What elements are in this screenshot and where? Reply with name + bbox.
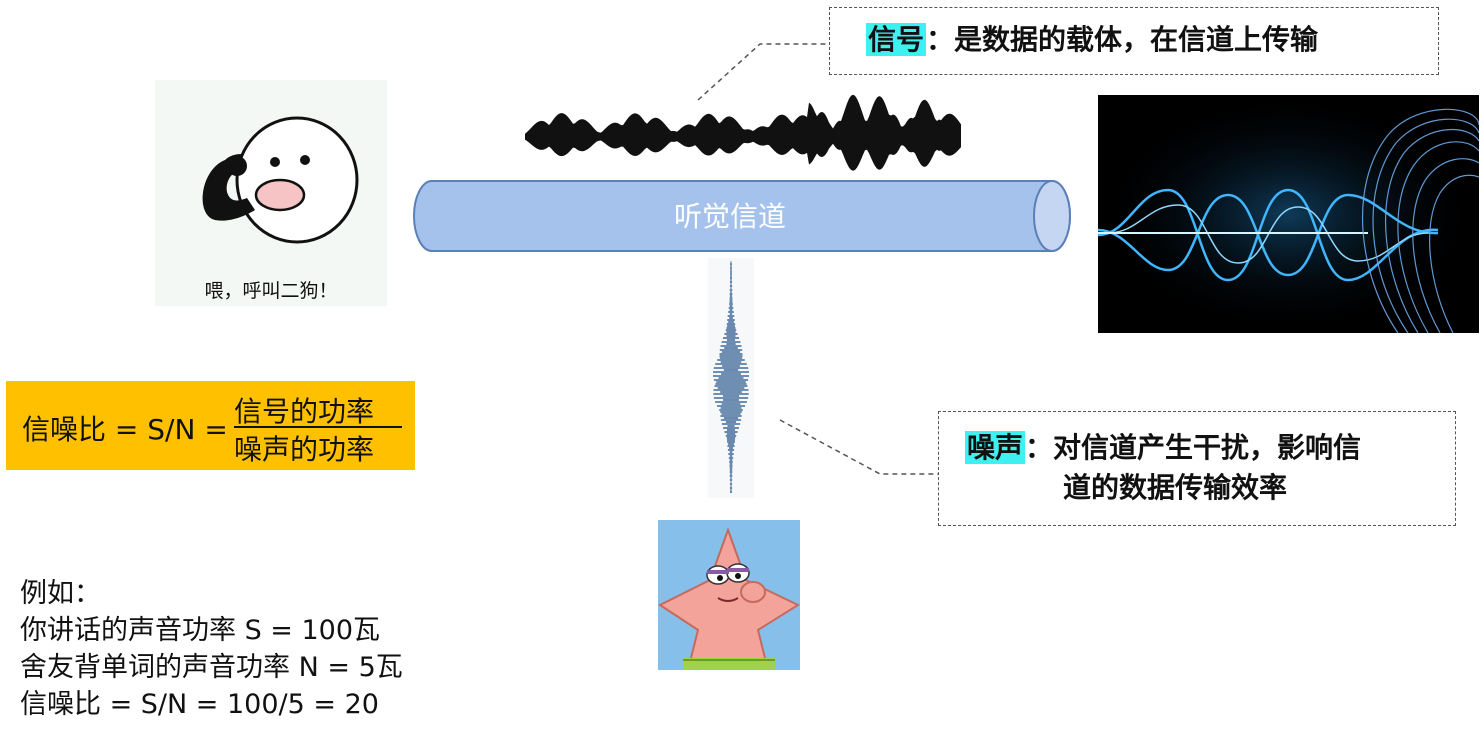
noise-description-line1: ：对信道产生干扰，影响信 bbox=[1025, 431, 1362, 464]
noise-waveform-icon bbox=[713, 261, 749, 493]
speech-waveform-icon bbox=[525, 94, 961, 171]
example-line-signal: 你讲话的声音功率 S = 100瓦 bbox=[20, 615, 381, 646]
noise-leader-line bbox=[779, 419, 938, 475]
phone-face-sticker: 喂，呼叫二狗！ bbox=[155, 80, 387, 306]
snr-formula-lhs: 信噪比 = S/N = bbox=[22, 413, 228, 446]
example-line-snr: 信噪比 = S/N = 100/5 = 20 bbox=[20, 689, 379, 720]
signal-callout: 信号：是数据的载体，在信道上传输 bbox=[829, 7, 1439, 75]
channel-label: 听觉信道 bbox=[674, 200, 786, 233]
fraction-line bbox=[234, 426, 402, 428]
signal-callout-text: 信号：是数据的载体，在信道上传输 bbox=[866, 20, 1318, 60]
example-heading: 例如： bbox=[20, 578, 101, 609]
snr-formula-denominator: 噪声的功率 bbox=[234, 433, 375, 466]
signal-description: ：是数据的载体，在信道上传输 bbox=[926, 23, 1319, 56]
noise-term: 噪声 bbox=[965, 431, 1026, 464]
ear-soundwave-icon bbox=[1097, 95, 1480, 334]
patrick-star-icon bbox=[658, 520, 800, 670]
speech-waveform bbox=[525, 94, 961, 171]
snr-formula-numerator: 信号的功率 bbox=[234, 395, 375, 428]
snr-formula-box: 信噪比 = S/N = 信号的功率 噪声的功率 bbox=[6, 381, 415, 470]
signal-leader-line bbox=[697, 43, 829, 101]
ear-soundwave-image bbox=[1097, 95, 1480, 334]
speech-wave-path bbox=[525, 94, 961, 171]
channel-pipe: 听觉信道 bbox=[413, 180, 1071, 252]
signal-term: 信号 bbox=[866, 23, 927, 56]
noise-callout-text: 噪声：对信道产生干扰，影响信 道的数据传输效率 bbox=[965, 428, 1361, 508]
noise-waveform bbox=[708, 258, 754, 498]
example-block: 例如： 你讲话的声音功率 S = 100瓦 舍友背单词的声音功率 N = 5瓦 … bbox=[20, 575, 403, 723]
sticker-face-icon bbox=[202, 116, 359, 244]
noise-callout: 噪声：对信道产生干扰，影响信 道的数据传输效率 bbox=[938, 411, 1456, 526]
noise-description-line2: 道的数据传输效率 bbox=[1063, 471, 1288, 504]
sticker-caption: 喂，呼叫二狗！ bbox=[204, 280, 338, 302]
example-line-noise: 舍友背单词的声音功率 N = 5瓦 bbox=[20, 652, 403, 683]
patrick-star-image bbox=[658, 520, 800, 670]
